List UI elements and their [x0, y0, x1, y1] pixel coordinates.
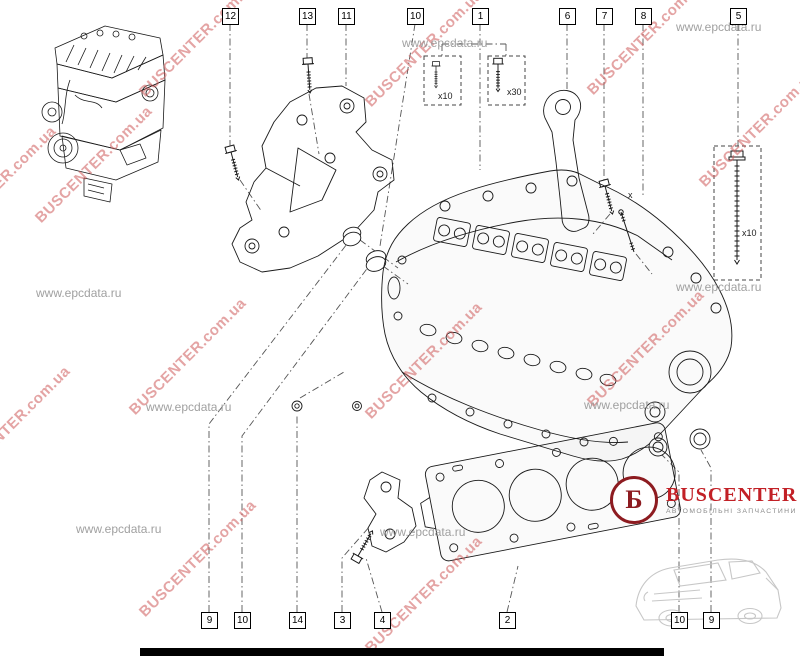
buscenter-logo-text: BUSCENTER АВТОМОБІЛЬНІ ЗАПЧАСТИНИ	[666, 485, 797, 515]
cross-marker: x	[628, 190, 633, 200]
buscenter-logo-name: BUSCENTER	[666, 484, 798, 506]
callout-10-bottom-right[interactable]: 10	[671, 612, 688, 629]
quantity-label-x10-long: x10	[742, 228, 757, 238]
callout-9-bottom-left[interactable]: 9	[201, 612, 218, 629]
callout-5[interactable]: 5	[730, 8, 747, 25]
callout-2[interactable]: 2	[499, 612, 516, 629]
cylinder-head-illustration	[381, 169, 733, 462]
callout-14[interactable]: 14	[289, 612, 306, 629]
callout-7[interactable]: 7	[596, 8, 613, 25]
callout-11[interactable]: 11	[338, 8, 355, 25]
quantity-boxes	[423, 55, 762, 281]
quantity-label-x30: x30	[507, 87, 522, 97]
buscenter-logo-tagline: АВТОМОБІЛЬНІ ЗАПЧАСТИНИ	[666, 508, 797, 515]
callout-4[interactable]: 4	[374, 612, 391, 629]
small-plug-illustrations	[291, 400, 362, 412]
mounting-bracket-illustration	[231, 85, 395, 273]
buscenter-logo: Б BUSCENTER АВТОМОБІЛЬНІ ЗАПЧАСТИНИ	[610, 476, 797, 524]
callout-13[interactable]: 13	[299, 8, 316, 25]
callout-1[interactable]: 1	[472, 8, 489, 25]
callout-12[interactable]: 12	[222, 8, 239, 25]
callout-10-bottom-left[interactable]: 10	[234, 612, 251, 629]
leader-lines	[208, 23, 739, 613]
engine-assembly-illustration	[41, 25, 166, 203]
lifting-bracket-illustration	[543, 89, 590, 232]
bottom-bar	[140, 648, 664, 656]
callout-10-top[interactable]: 10	[407, 8, 424, 25]
cap-plug-illustrations	[342, 226, 387, 272]
callout-3[interactable]: 3	[334, 612, 351, 629]
callout-6[interactable]: 6	[559, 8, 576, 25]
lower-bracket-illustration	[363, 471, 417, 553]
callout-9-bottom-right[interactable]: 9	[703, 612, 720, 629]
quantity-label-x10-small: x10	[438, 91, 453, 101]
callout-8[interactable]: 8	[635, 8, 652, 25]
buscenter-logo-monogram: Б	[610, 476, 658, 524]
